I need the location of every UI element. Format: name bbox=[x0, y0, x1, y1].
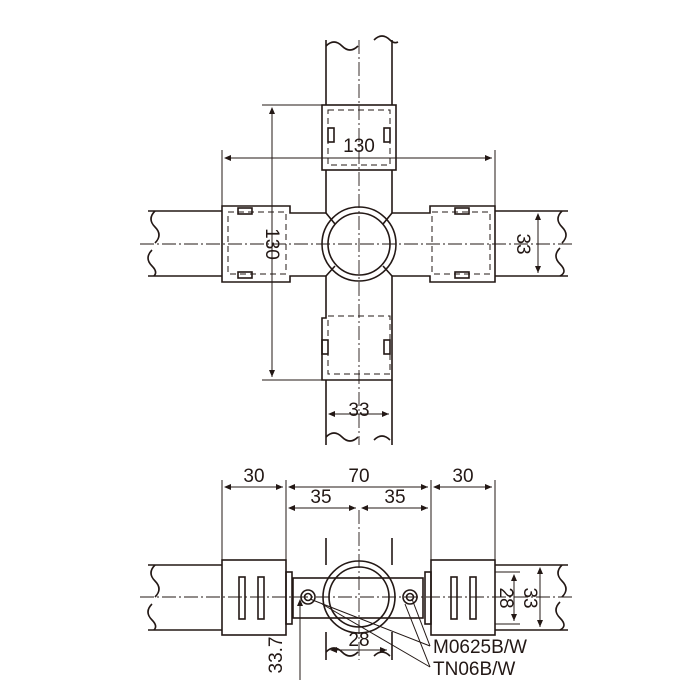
dim-left-label: 30 bbox=[243, 466, 264, 487]
dim-width-label: 130 bbox=[343, 136, 375, 157]
right-bracket bbox=[430, 559, 496, 636]
top-view: 130 130 33 33 bbox=[140, 35, 575, 445]
dim-right-label: 30 bbox=[452, 466, 473, 487]
dim-height: 130 bbox=[261, 104, 322, 381]
dim-height-front-label: 33.7 bbox=[266, 637, 287, 674]
dim-half-left-label: 35 bbox=[310, 487, 331, 508]
dim-pipe-right: 33 bbox=[495, 210, 545, 277]
dim-right-vertical: 28 33 bbox=[495, 564, 548, 631]
part-label-bolt: M0625B/W bbox=[433, 637, 527, 658]
dim-pipe-bottom: 33 bbox=[328, 400, 389, 421]
dim-width: 130 bbox=[221, 136, 496, 206]
dim-pipe-right-label: 33 bbox=[512, 233, 533, 254]
dim-bottom-label: 28 bbox=[348, 630, 369, 651]
dim-row-mid: 35 35 bbox=[288, 487, 428, 511]
dim-center-label: 70 bbox=[348, 466, 369, 487]
dim-outer-label: 33 bbox=[519, 587, 540, 608]
dim-height-front: 33.7 bbox=[266, 596, 305, 680]
dim-height-label: 130 bbox=[261, 228, 282, 260]
pipe-left bbox=[147, 210, 222, 277]
left-bracket bbox=[221, 559, 287, 636]
dim-inner-label: 28 bbox=[495, 587, 516, 608]
part-label-nut: TN06B/W bbox=[433, 659, 515, 680]
dim-row-top: 30 70 30 bbox=[221, 466, 496, 572]
dim-half-right-label: 35 bbox=[384, 487, 405, 508]
front-view: 30 70 30 35 35 28 33 28 bbox=[140, 466, 575, 680]
leader-lines bbox=[309, 598, 431, 668]
dim-pipe-bottom-label: 33 bbox=[348, 400, 369, 421]
pipe-top bbox=[325, 35, 399, 105]
dim-bottom: 28 bbox=[330, 630, 387, 653]
pipe-bottom bbox=[325, 380, 393, 445]
